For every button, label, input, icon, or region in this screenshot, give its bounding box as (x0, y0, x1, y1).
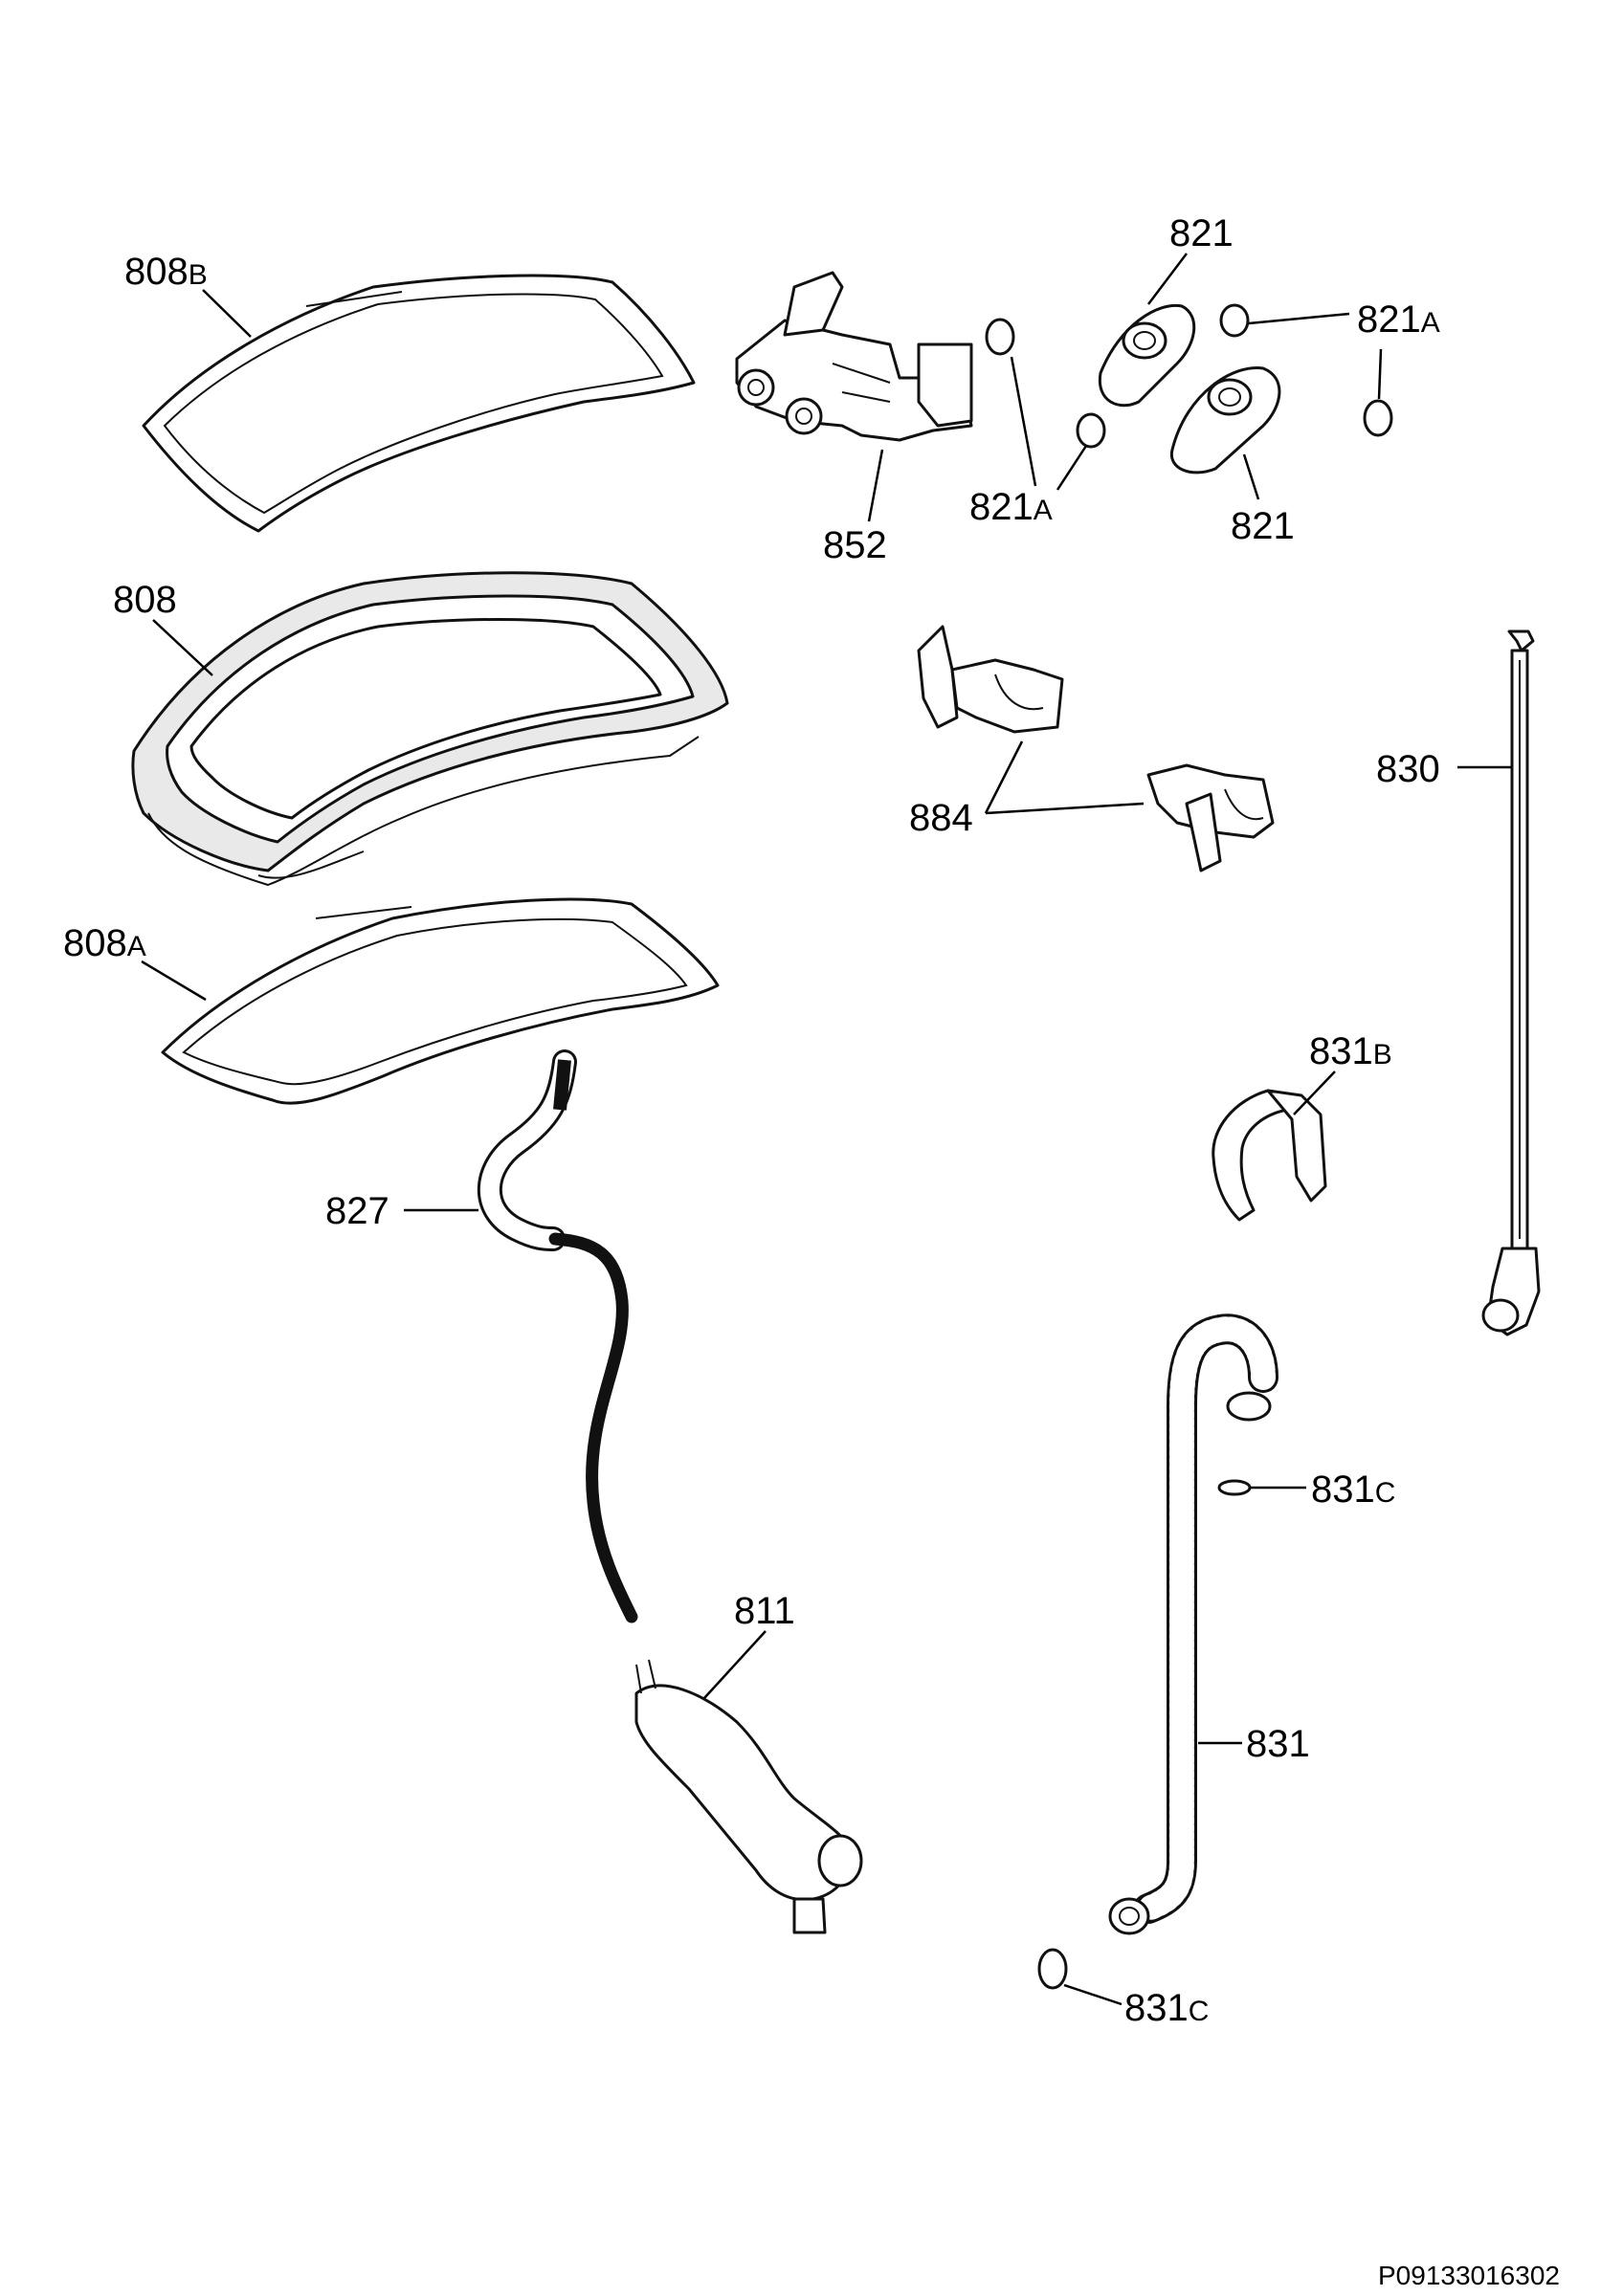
svg-text:808: 808 (113, 579, 177, 621)
part-852-valve (735, 271, 973, 442)
label-808b: 808B (124, 251, 252, 338)
label-821-top: 821 (1147, 212, 1234, 305)
part-811-housing (634, 1659, 863, 1934)
part-821a-ring-3 (1219, 303, 1250, 338)
part-821a-ring-2 (1076, 412, 1106, 449)
svg-text:821A: 821A (1357, 298, 1440, 341)
label-821-bottom: 821 (1231, 453, 1295, 547)
svg-text:830: 830 (1376, 748, 1440, 790)
svg-text:821A: 821A (969, 486, 1053, 528)
part-821-fitting-bottom (1169, 365, 1281, 475)
svg-text:831: 831 (1246, 1723, 1310, 1765)
part-808b-gasket (142, 274, 696, 533)
svg-text:831C: 831C (1124, 1987, 1209, 2029)
part-831c-clamp-top (1217, 1479, 1252, 1496)
label-831c-bottom: 831C (1063, 1983, 1209, 2029)
part-808a-gasket (161, 897, 720, 1105)
label-831b: 831B (1293, 1030, 1392, 1115)
part-821-fitting-top (1098, 303, 1196, 408)
part-884-clip-1 (917, 625, 1064, 734)
svg-text:821: 821 (1169, 212, 1234, 254)
svg-text:831B: 831B (1309, 1030, 1392, 1072)
drawing-code: P09133016302 (1378, 2261, 1560, 2290)
label-821a-mid: 821A (969, 356, 1088, 528)
label-831: 831 (1198, 1723, 1310, 1765)
part-827-cable (477, 1049, 638, 1623)
label-821a-right: 821A (1248, 298, 1440, 400)
label-852: 852 (823, 449, 887, 566)
svg-text:827: 827 (325, 1190, 389, 1232)
svg-text:852: 852 (823, 524, 887, 566)
label-811: 811 (703, 1590, 795, 1699)
label-808a: 808A (63, 922, 207, 1002)
label-827: 827 (325, 1190, 478, 1232)
part-831b-holder (1212, 1089, 1327, 1222)
part-884-clip-2 (1146, 763, 1275, 872)
part-831c-clamp-bottom (1037, 1948, 1068, 1990)
label-830: 830 (1376, 748, 1512, 790)
part-821a-ring-4 (1363, 399, 1393, 437)
svg-text:884: 884 (909, 797, 973, 839)
part-808-door-seal (131, 571, 729, 887)
svg-text:808B: 808B (124, 251, 208, 293)
svg-text:808A: 808A (63, 922, 146, 964)
label-884: 884 (909, 740, 1145, 839)
svg-text:821: 821 (1231, 505, 1295, 547)
label-831c-top: 831C (1250, 1468, 1395, 1511)
label-808: 808 (113, 579, 213, 676)
svg-text:811: 811 (734, 1590, 795, 1632)
svg-text:831C: 831C (1311, 1468, 1395, 1511)
part-830-rod (1481, 629, 1541, 1336)
part-821a-ring-1 (985, 318, 1015, 356)
part-831-hose (1108, 1314, 1278, 1935)
